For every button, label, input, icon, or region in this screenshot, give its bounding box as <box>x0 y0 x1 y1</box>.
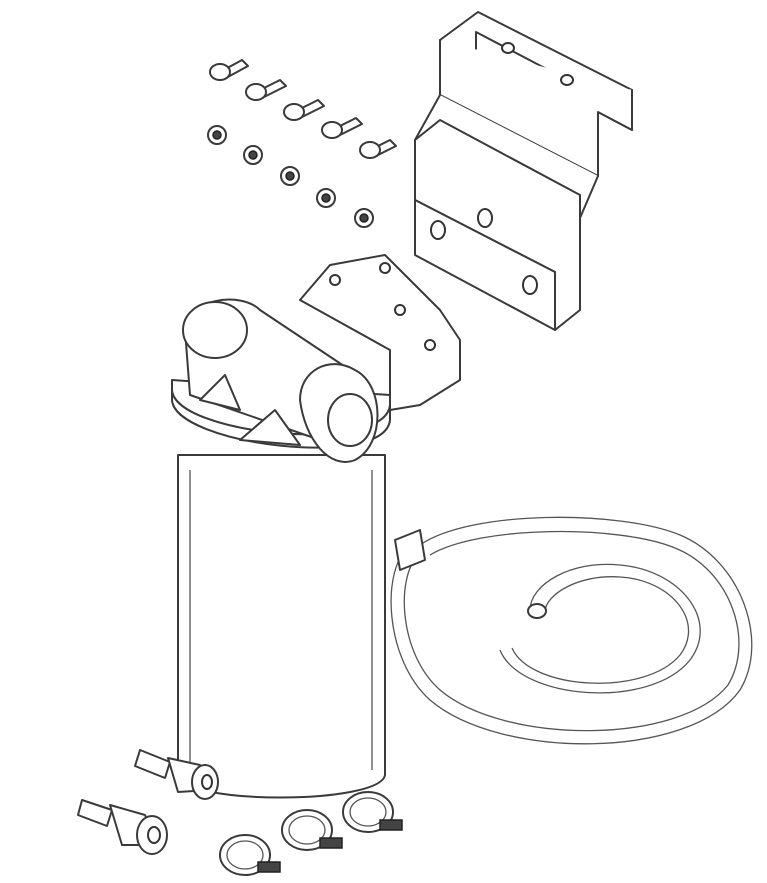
nuts <box>207 125 374 228</box>
bolt-icon <box>245 79 287 101</box>
bolt-icon <box>209 59 249 81</box>
nut-icon <box>354 208 374 228</box>
hose-clamps <box>219 791 403 876</box>
nut-icon <box>280 166 300 186</box>
hose-clamp-icon <box>281 809 343 851</box>
filter-canister <box>177 454 386 799</box>
bolt-icon <box>321 117 363 139</box>
nut-icon <box>207 125 227 145</box>
bolt-icon <box>359 139 397 159</box>
nut-icon <box>243 145 263 165</box>
fuel-hose-coil <box>390 516 753 745</box>
bolt-icon <box>283 99 325 121</box>
barb-fitting-icon <box>77 799 168 855</box>
filter-head <box>171 254 461 463</box>
hose-clamp-icon <box>342 791 403 833</box>
fittings <box>77 749 219 855</box>
bolts <box>209 59 397 159</box>
barb-fitting-icon <box>134 749 219 800</box>
hose-clamp-icon <box>219 834 281 876</box>
nut-icon <box>316 188 336 208</box>
mounting-bracket <box>414 11 633 331</box>
